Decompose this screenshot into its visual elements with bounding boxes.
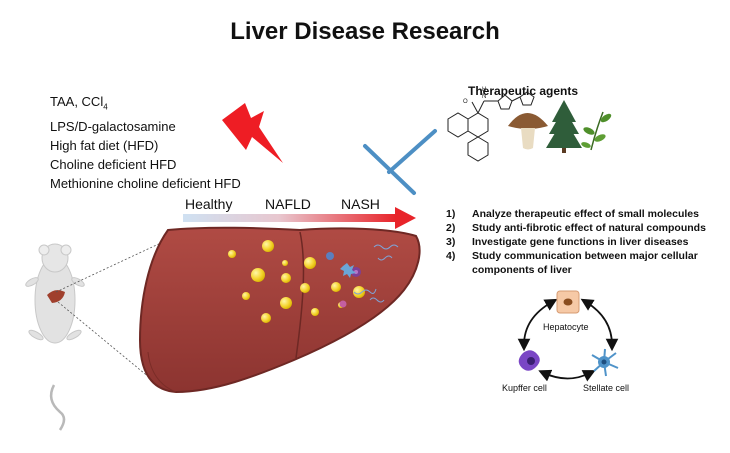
hepatocyte-cell-icon	[556, 290, 580, 314]
inhibition-arrow-icon	[363, 129, 437, 195]
insult-hfd: High fat diet (HFD)	[50, 137, 159, 153]
aim-item: 1)Analyze therapeutic effect of small mo…	[446, 208, 699, 220]
fat-droplets	[228, 240, 365, 323]
stage-nafld: NAFLD	[265, 196, 311, 212]
aim-item: 2)Study anti-fibrotic effect of natural …	[446, 222, 706, 234]
kupffer-cell-icon	[518, 350, 540, 371]
aim-item: 4)Study communication between major cell…	[446, 250, 698, 262]
small-molecule-structure-icon	[447, 91, 535, 162]
pine-tree-icon	[546, 100, 582, 153]
inflammatory-cells	[326, 252, 361, 308]
atom-n-label: N	[482, 94, 486, 100]
stage-nash: NASH	[341, 196, 380, 212]
insult-cd-hfd: Choline deficient HFD	[50, 156, 177, 172]
aim-item-continuation: components of liver	[472, 264, 572, 276]
herb-plant-icon	[581, 111, 612, 151]
stellate-cell-icon	[591, 348, 619, 377]
liver-illustration	[138, 226, 421, 394]
insult-lps: LPS/D-galactosamine	[50, 118, 176, 134]
cell-communication-cycle	[517, 298, 619, 382]
fibrosis-strands	[353, 244, 399, 303]
aim-item: 3)Investigate gene functions in liver di…	[446, 236, 689, 248]
atom-o-label: O	[463, 99, 468, 105]
zoom-line-bottom	[57, 301, 157, 384]
insult-taa-ccl4: TAA, CCl4	[50, 94, 108, 112]
hepatocyte-label: Hepatocyte	[543, 322, 589, 332]
therapeutic-agents-title: Therapeutic agents	[468, 84, 579, 98]
atom-h-label: H	[482, 87, 486, 93]
research-aims-list: 1)Analyze therapeutic effect of small mo…	[446, 207, 706, 277]
stage-healthy: Healthy	[185, 196, 233, 212]
insult-mcd-hfd: Methionine choline deficient HFD	[50, 175, 241, 191]
page-title: Liver Disease Research	[230, 18, 500, 45]
mouse-icon	[25, 243, 85, 431]
disease-progression-arrow	[183, 207, 416, 229]
stellate-cell-label: Stellate cell	[583, 383, 630, 393]
lightning-bolt-icon	[222, 103, 283, 163]
kupffer-cell-label: Kupffer cell	[502, 383, 547, 393]
mushroom-icon	[508, 113, 548, 150]
liver-injury-models: TAA, CCl4 LPS/D-galactosamine High fat d…	[50, 92, 241, 193]
zoom-line-top	[55, 240, 166, 293]
